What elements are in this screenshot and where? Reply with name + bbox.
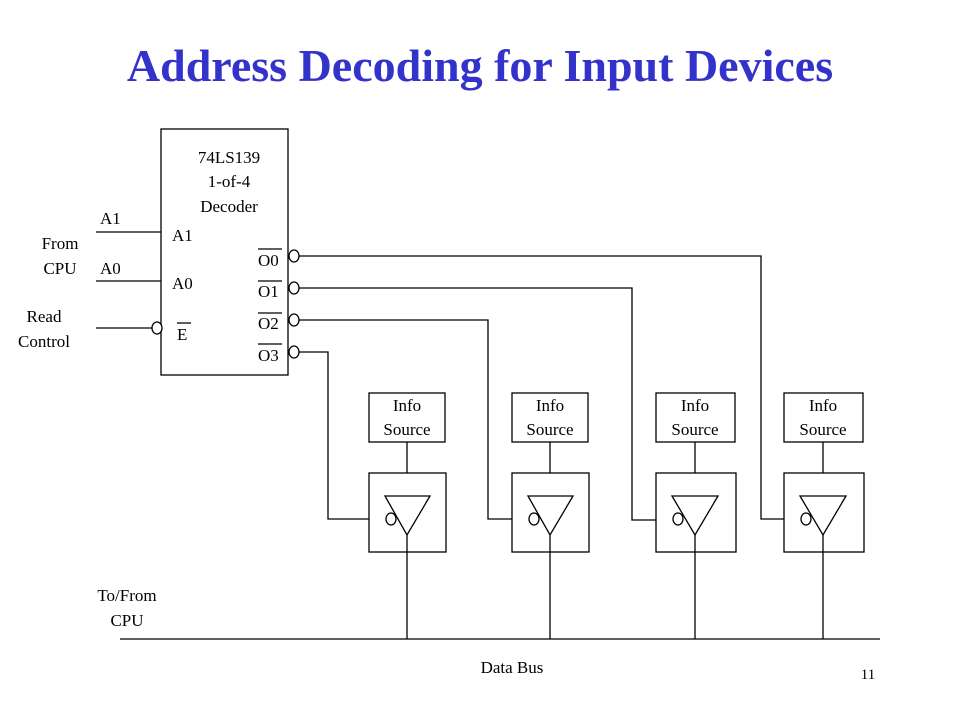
svg-text:Info: Info: [536, 396, 564, 415]
o3-inversion-bubble: [288, 345, 300, 359]
info-source-1: Info Source: [368, 392, 446, 443]
read-control-label-2: Control: [18, 332, 70, 351]
data-bus-label: Data Bus: [481, 658, 544, 677]
page-number: 11: [861, 667, 875, 683]
o1-inversion-bubble: [288, 281, 300, 295]
info-source-4: Info Source: [783, 392, 864, 443]
svg-text:Info: Info: [809, 396, 837, 415]
info-source-3: Info Source: [655, 392, 736, 443]
output-o3-label: O3: [258, 346, 279, 365]
o1-select-wire: [299, 287, 672, 521]
svg-text:Info: Info: [393, 396, 421, 415]
output-o2-label: O2: [258, 314, 279, 333]
read-control-label-1: Read: [27, 307, 62, 326]
tristate-buffer-4: [783, 472, 865, 553]
svg-text:Info: Info: [681, 396, 709, 415]
pin-a1-label: A1: [172, 226, 193, 245]
a1-input-label: A1: [100, 209, 121, 228]
svg-text:Source: Source: [383, 420, 430, 439]
pin-a0-label: A0: [172, 274, 193, 293]
svg-text:Source: Source: [526, 420, 573, 439]
tofrom-cpu-label-2: CPU: [110, 611, 143, 630]
enable-inversion-bubble: [151, 321, 163, 335]
output-o0-label: O0: [258, 251, 279, 270]
a0-input-label: A0: [100, 259, 121, 278]
svg-text:Source: Source: [799, 420, 846, 439]
o2-inversion-bubble: [288, 313, 300, 327]
o0-inversion-bubble: [288, 249, 300, 263]
slide-title: Address Decoding for Input Devices: [126, 40, 834, 91]
o0-select-wire: [299, 255, 800, 520]
pin-enable-label: E: [177, 325, 187, 344]
decoder-part-label: 74LS139: [198, 148, 260, 167]
o3-select-wire: [299, 351, 384, 520]
info-source-2: Info Source: [511, 392, 589, 443]
from-cpu-label-1: From: [42, 234, 79, 253]
svg-text:Source: Source: [671, 420, 718, 439]
from-cpu-label-2: CPU: [43, 259, 76, 278]
tofrom-cpu-label-1: To/From: [97, 586, 156, 605]
decoder-name-label: Decoder: [200, 197, 258, 216]
o2-select-wire: [299, 319, 528, 520]
tristate-buffer-3: [655, 472, 737, 553]
tristate-buffer-1: [368, 472, 447, 553]
output-o1-label: O1: [258, 282, 279, 301]
decoder-chip: [160, 128, 289, 376]
decoder-type-label: 1-of-4: [208, 172, 251, 191]
